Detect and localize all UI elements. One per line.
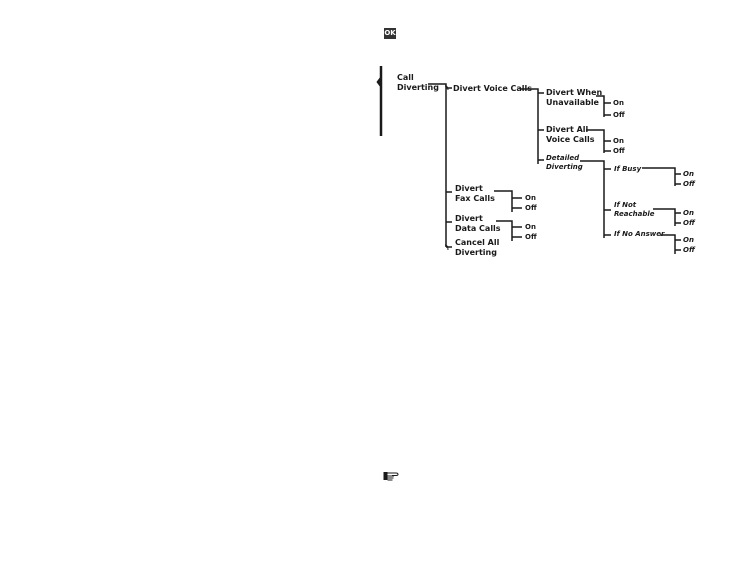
voice-calls-bracket	[520, 88, 544, 164]
section-margin-bar	[376, 66, 383, 136]
off-option: Off	[683, 180, 695, 188]
off-option: Off	[525, 233, 537, 241]
on-option: On	[683, 170, 694, 178]
on-option: On	[613, 137, 624, 145]
off-option: Off	[683, 219, 695, 227]
level1-bracket-caps	[444, 85, 449, 251]
detailed-bracket	[580, 160, 611, 238]
pointing-hand-note-icon	[383, 472, 399, 481]
divert-data-calls-label: Divert Data Calls	[455, 214, 501, 233]
on-option: On	[683, 209, 694, 217]
busy-onoff-bracket	[642, 167, 681, 186]
divert-all-voice-calls-label: Divert All Voice Calls	[546, 125, 595, 144]
off-option: Off	[525, 204, 537, 212]
data-onoff-bracket	[496, 220, 522, 241]
all-voice-onoff-bracket	[586, 129, 611, 153]
on-option: On	[683, 236, 694, 244]
on-option: On	[525, 194, 536, 202]
off-option: Off	[683, 246, 695, 254]
detailed-diverting-label: Detailed Diverting	[546, 154, 583, 171]
cancel-all-diverting-label: Cancel All Diverting	[455, 238, 500, 257]
unavailable-onoff-bracket	[596, 95, 611, 117]
off-option: Off	[613, 111, 625, 119]
ok-key-icon: OK	[384, 28, 396, 39]
if-not-reachable-label: If Not Reachable	[614, 201, 655, 218]
no-answer-onoff-bracket	[660, 234, 681, 254]
if-busy-label: If Busy	[614, 165, 642, 173]
call-diverting-label: Call Diverting	[397, 73, 439, 92]
level1-bracket	[428, 83, 452, 248]
divert-fax-calls-label: Divert Fax Calls	[455, 184, 495, 203]
fax-onoff-bracket	[494, 190, 522, 212]
off-option: Off	[613, 147, 625, 155]
divert-when-unavailable-label: Divert When Unavailable	[546, 88, 603, 107]
divert-voice-calls-label: Divert Voice Calls	[453, 84, 533, 93]
not-reachable-onoff-bracket	[653, 208, 681, 226]
on-option: On	[613, 99, 624, 107]
if-no-answer-label: If No Answer	[614, 230, 665, 238]
on-option: On	[525, 223, 536, 231]
